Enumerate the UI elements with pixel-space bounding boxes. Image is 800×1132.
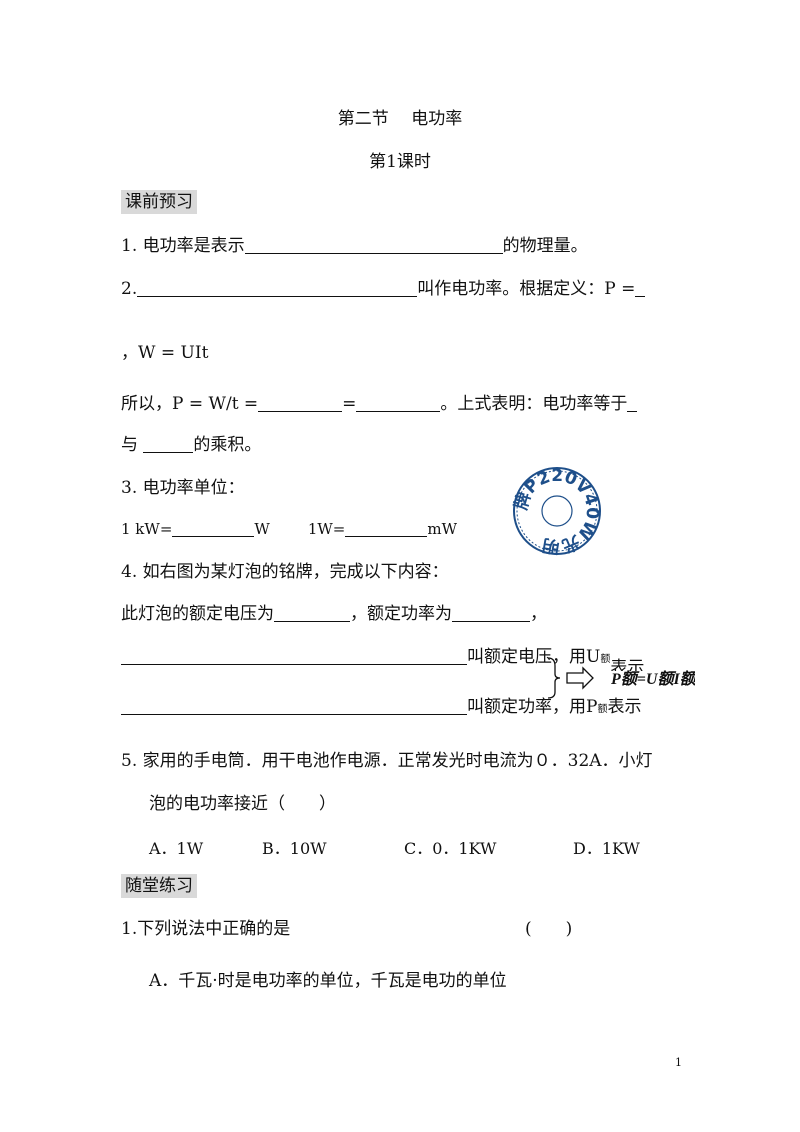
answer-blank[interactable] [356,394,441,412]
page-subtitle: 第1课时 [369,152,431,172]
question-1: 1. 电功率是表示 的物理量。 [121,235,588,257]
page-number: 1 [675,1056,682,1069]
question-4-line-2: 叫额定电压，用U额表示 [121,646,644,671]
answer-blank[interactable] [452,604,530,622]
w-label: 1W= [307,520,346,538]
option-c[interactable]: C．0．1KW [404,839,497,858]
question-2-prefix: 2. [121,279,138,299]
w-unit-label: W [254,520,270,538]
question-1-prefix: 1. 电功率是表示 [121,236,245,256]
question-2-formula: 所以，P = W/t = = 。上式表明：电功率等于 [121,393,638,415]
answer-blank[interactable] [274,604,350,622]
answer-blank[interactable] [121,697,467,715]
arrow-right-icon [566,666,594,690]
answer-blank[interactable] [121,647,467,665]
rated-voltage-prompt: 此灯泡的额定电压为 [121,604,274,624]
formula-text: P额=U额I额 [610,670,695,688]
question-4-line-3: 叫额定功率，用P额表示 [121,696,641,721]
option-d[interactable]: D．1KW [573,839,640,858]
subscript-rated: 额 [600,654,611,665]
mw-unit-label: mW [427,520,457,538]
answer-blank[interactable] [627,394,638,412]
section-heading-practice: 随堂练习 [121,874,197,898]
question-5-line-1: 5. 家用的手电筒．用干电池作电源．正常发光时电流为０．32A．小灯 [121,751,653,771]
question-3-units: 1 kW= W 1W= mW [121,518,457,540]
question-2-product: 与 的乘积。 [121,434,261,456]
practice-question-1: 1.下列说法中正确的是 [121,919,291,939]
answer-blank[interactable] [244,236,503,254]
represents-text: 表示 [607,697,642,717]
product-suffix: 的乘积。 [193,435,262,455]
formula-suffix: 。上式表明：电功率等于 [440,394,628,414]
practice-option-a[interactable]: A．千瓦·时是电功率的单位，千瓦是电功的单位 [149,971,507,991]
answer-blank[interactable] [172,519,255,537]
page-title: 第二节 电功率 [337,109,463,129]
formula-prefix: 所以，P = W/t = [121,394,259,414]
subscript-rated: 额 [597,704,608,715]
product-prefix: 与 [121,435,144,455]
question-5-line-2: 泡的电功率接近（ ） [149,794,336,814]
question-4: 4. 如右图为某灯泡的铭牌，完成以下内容： [121,562,449,582]
rated-power-formula: P额=U额I额 [547,657,695,699]
answer-blank[interactable] [345,519,428,537]
brace-icon [547,657,561,699]
bulb-nameplate-seal: 牌P220V40W光明 [512,466,602,556]
rated-power-prompt: ，额定功率为 [350,604,452,624]
question-2: 2. 叫作电功率。根据定义：P = [121,278,646,300]
section-heading-preview: 课前预习 [121,190,197,214]
option-b[interactable]: B．10W [262,839,327,858]
question-4-line-1: 此灯泡的额定电压为 ，额定功率为 ， [121,603,547,625]
comma: ， [530,604,547,624]
rated-voltage-definition: 叫额定电压，用U [467,647,601,667]
answer-parentheses[interactable]: ( ) [525,919,573,939]
answer-blank[interactable] [137,279,418,297]
rated-power-definition: 叫额定功率，用P [467,697,598,717]
answer-blank[interactable] [258,394,343,412]
question-1-suffix: 的物理量。 [502,236,588,256]
formula-equals: = [342,394,357,414]
represents-text: 表示 [610,658,645,671]
answer-blank[interactable] [635,279,646,297]
question-2-continued: ，W = UIt [121,343,209,363]
question-3: 3. 电功率单位： [121,478,245,498]
option-a[interactable]: A．1W [149,839,204,858]
answer-blank[interactable] [143,435,194,453]
kw-label: 1 kW= [121,520,173,538]
question-2-suffix: 叫作电功率。根据定义：P = [417,279,636,299]
